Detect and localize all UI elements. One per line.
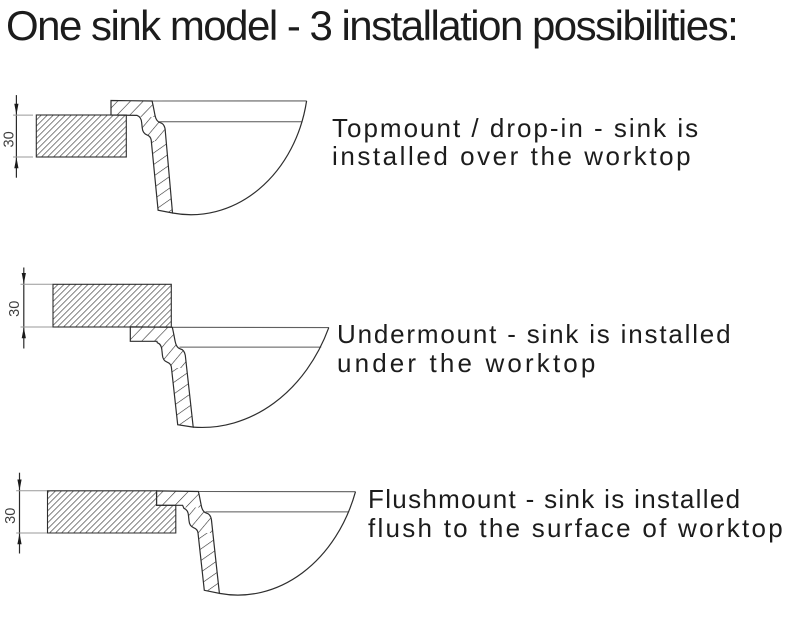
svg-text:30: 30 — [3, 508, 19, 524]
svg-text:30: 30 — [7, 301, 23, 317]
svg-text:30: 30 — [1, 131, 17, 147]
